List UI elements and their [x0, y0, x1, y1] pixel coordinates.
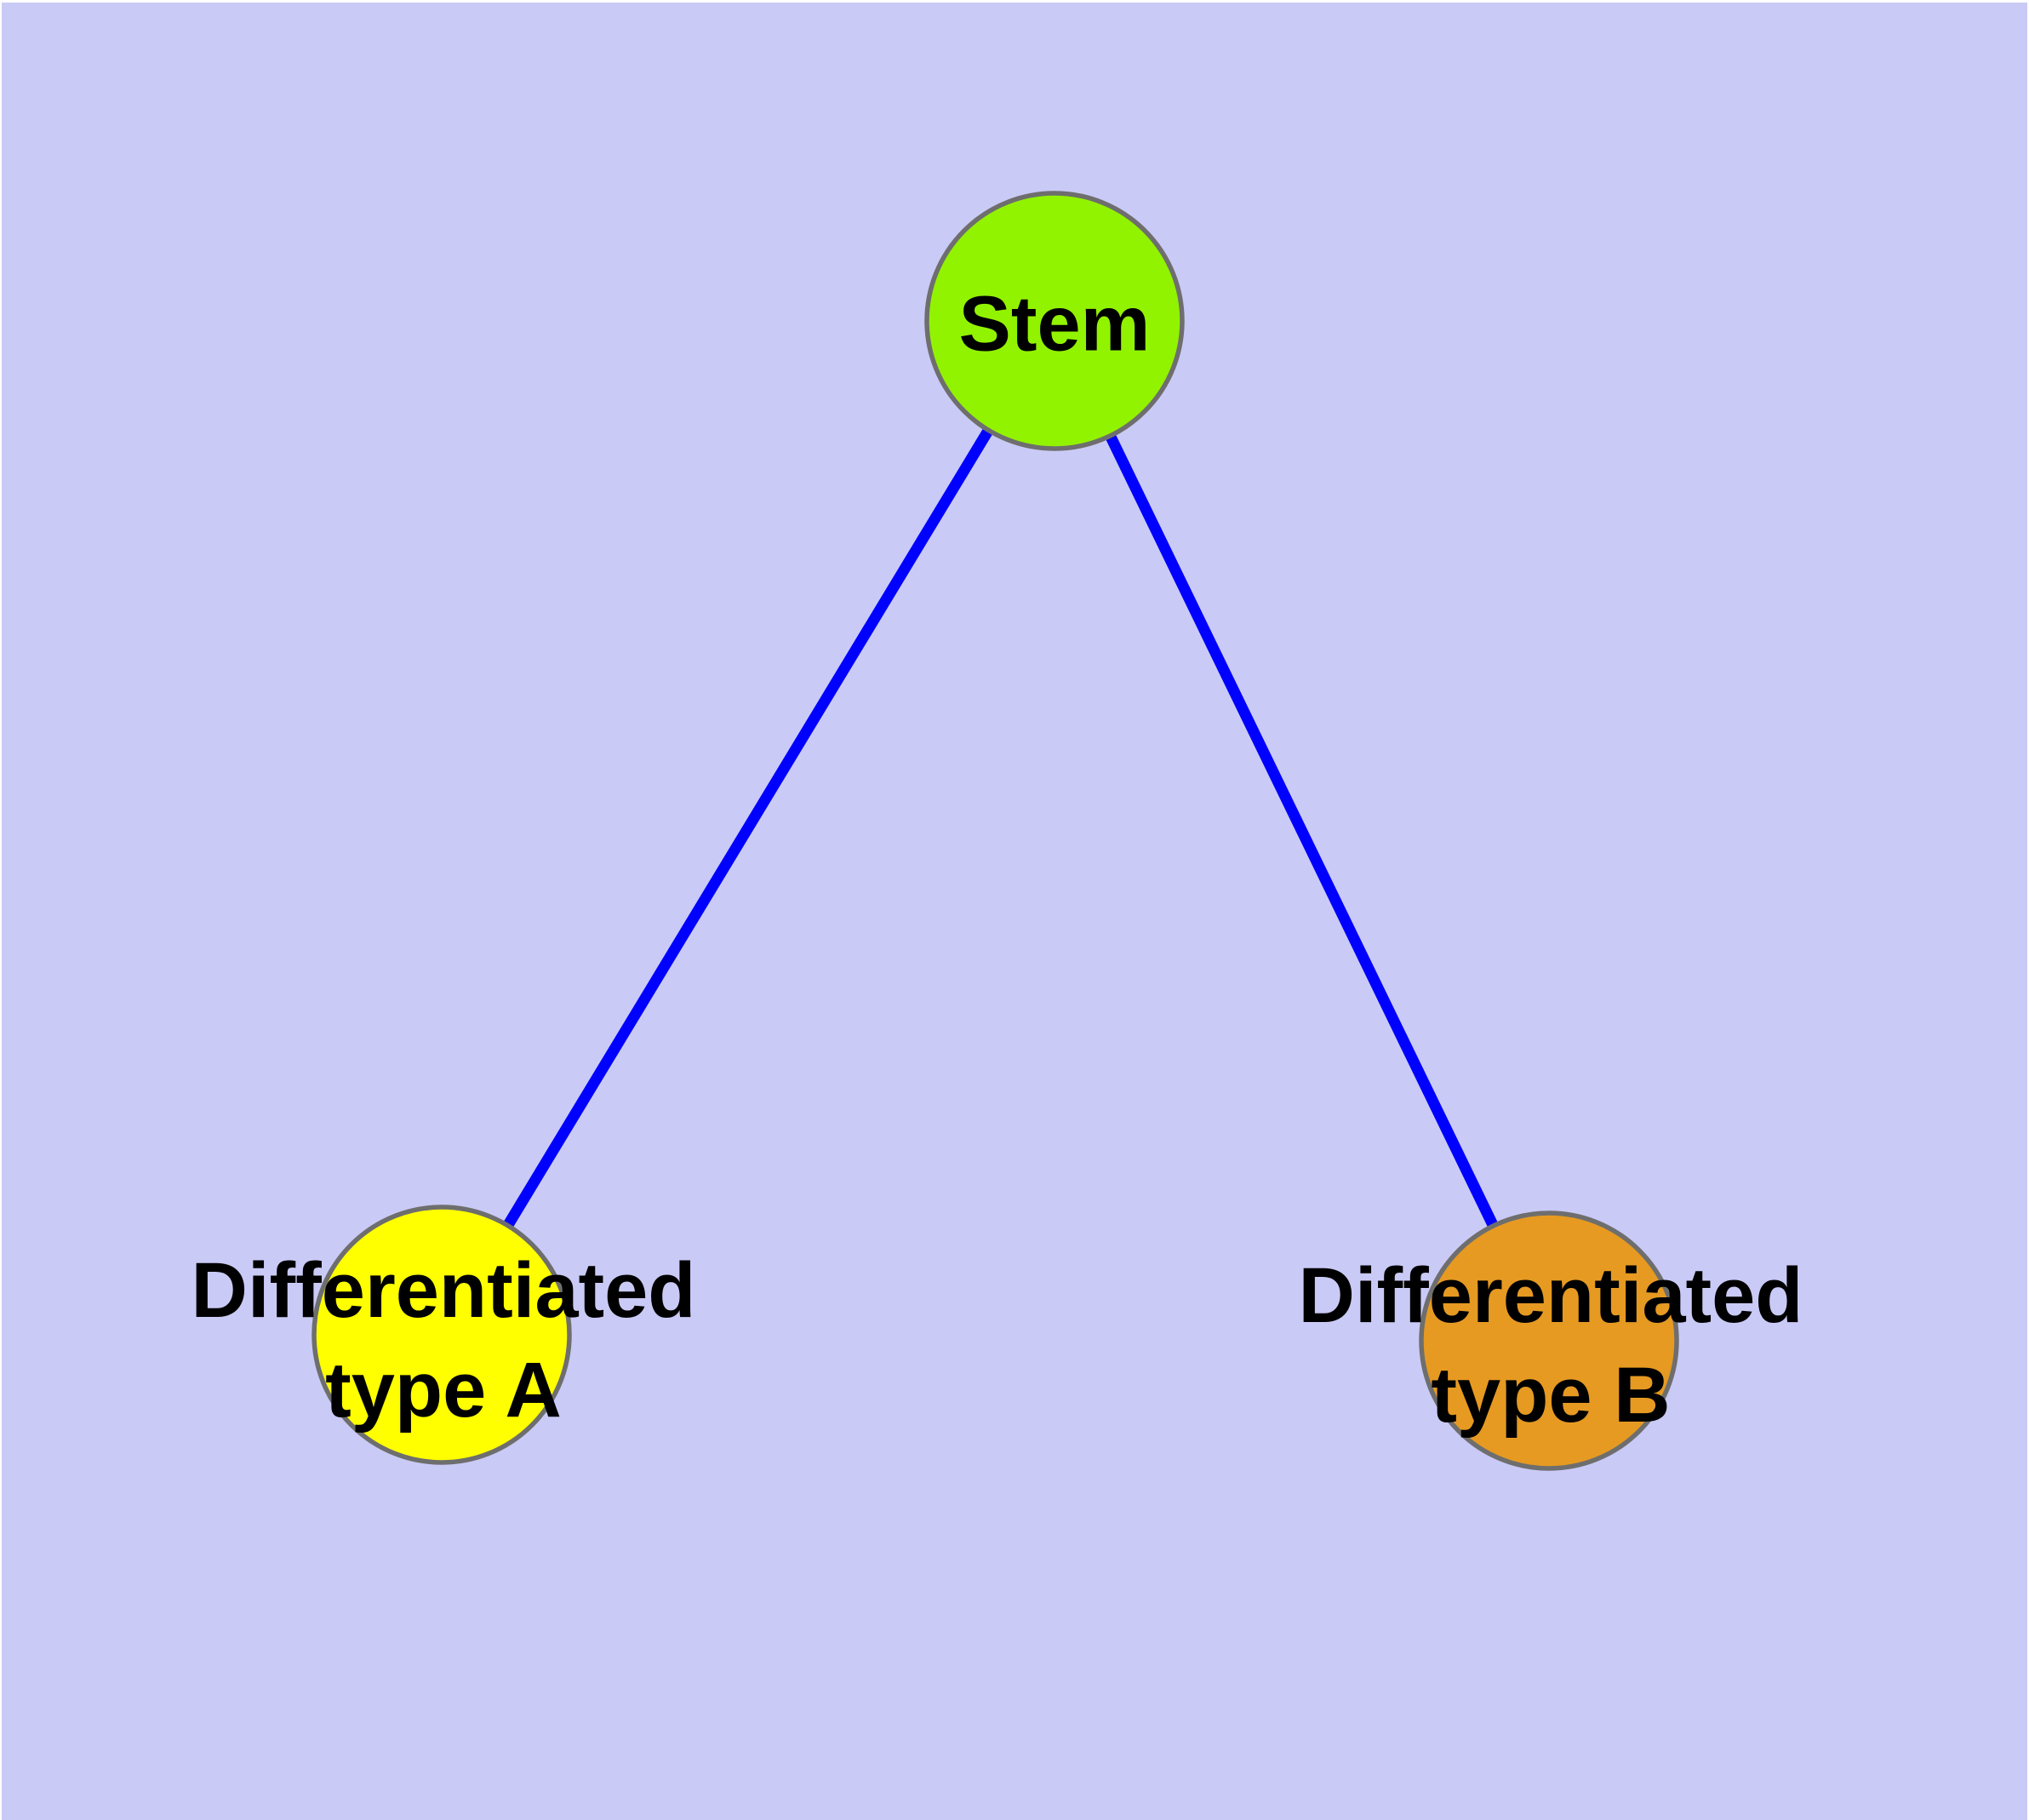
graph-svg: [311, 191, 1679, 1471]
diagram-canvas: Stem Differentiated type A Differentiate…: [2, 3, 2027, 1820]
node-differentiated-type-b-circle: [1419, 1210, 1679, 1471]
node-stem-circle: [924, 191, 1185, 451]
node-differentiated-type-a-circle: [311, 1205, 572, 1465]
edge-stem-to-differentiated-type-b: [1049, 315, 1555, 1347]
edge-stem-to-differentiated-type-a: [436, 315, 1060, 1341]
